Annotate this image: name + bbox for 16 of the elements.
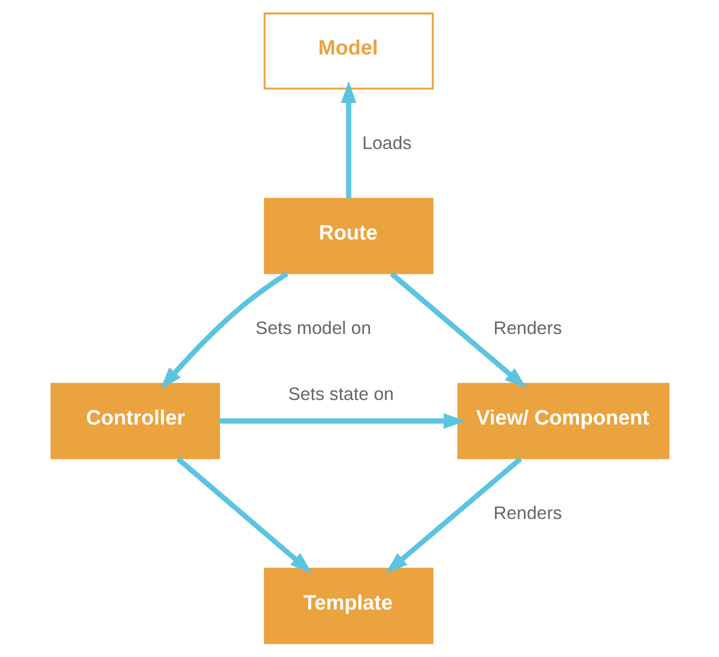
edge-label: Sets state on [288,384,394,404]
edge-label: Loads [362,132,412,153]
arrow [389,272,526,388]
arrow [218,413,466,429]
arrow [340,80,356,198]
arrow [385,456,522,574]
edge-label: Sets model on [255,318,371,338]
arrow [160,272,288,390]
edge-label: Renders [493,318,562,338]
edge-label: Renders [493,502,562,523]
node-box: Route [263,198,433,274]
node-box: View/ Component [456,382,669,460]
arrow [176,456,312,574]
node-box: Template [263,568,433,644]
node-box: Model [263,12,434,90]
node-box: Controller [50,382,220,460]
